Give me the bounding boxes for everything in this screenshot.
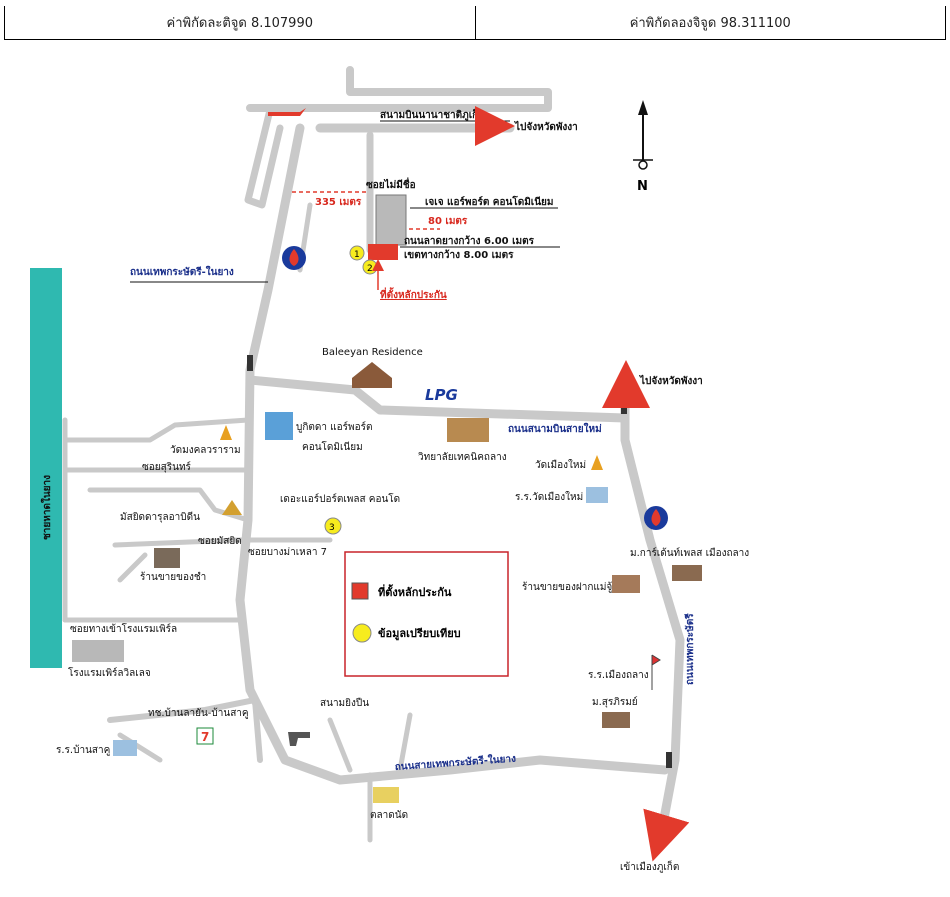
- right-main-road: [620, 375, 685, 845]
- school-thalang-label: ร.ร.เมืองถลาง: [588, 669, 649, 681]
- tech-college-label: วิทยาลัยเทคนิคถลาง: [418, 452, 507, 463]
- airport-place-label: เดอะแอร์ปอร์ตเพลส คอนโด: [280, 492, 400, 505]
- wat-mongkol-label: วัดมงคลวราราม: [170, 445, 241, 456]
- site-marker: [368, 244, 398, 260]
- new-airport-road-label: ถนนสนามบินสายใหม่: [508, 422, 602, 435]
- traffic-light-icon-2: [621, 398, 627, 414]
- road-sakhu: [117, 732, 163, 763]
- gas-station-icon-2: [644, 506, 668, 530]
- beach-strip: [30, 268, 62, 668]
- hotel-label: โรงแรมเพิร์ลวิลเลจ: [68, 666, 151, 679]
- longitude-cell: ค่าพิกัดลองจิจูด 98.311100: [474, 6, 946, 39]
- seven-eleven-icon: [196, 727, 214, 745]
- marker-1-label: 1: [354, 250, 360, 260]
- soi-mongkol: [62, 417, 251, 443]
- condo-label: เจเจ แอร์พอร์ต คอนโดมิเนียม: [425, 195, 554, 208]
- to-phangnga-top: ไปจังหวัดพังงา: [514, 120, 578, 133]
- flag-icon: [651, 654, 661, 690]
- shop-icon: [612, 575, 640, 593]
- legend-compare-label: ข้อมูลเปรียบเทียบ: [378, 627, 461, 641]
- village-surasi-label: ม.สุรภิรมย์: [592, 696, 638, 708]
- soi-range-2: [397, 712, 413, 773]
- new-airport-road: [245, 375, 630, 423]
- dist-80-label: 80 เมตร: [428, 216, 468, 227]
- marker-2-label: 2: [367, 264, 373, 274]
- airplane-icon: [268, 108, 306, 116]
- school-mueang-mai-label: ร.ร.วัดเมืองใหม่: [515, 491, 583, 503]
- road-ban-la-yan: [107, 697, 263, 763]
- soi-mosque-branch: [112, 537, 243, 548]
- thepkrasattri-rd-label: ถนนเทพกระษัตรี: [684, 613, 696, 685]
- mosque-label: มัสยิดดารุลอาบิดีน: [120, 511, 200, 523]
- residence-icon: [352, 362, 392, 388]
- beach-label: ชายหาดในยาง: [40, 475, 53, 540]
- road-width-label: ถนนลาดยางกว้าง 6.00 เมตร: [404, 235, 535, 247]
- mosque-icon: [222, 500, 242, 515]
- hotel-icon: [72, 640, 124, 662]
- college-icon: [447, 418, 489, 442]
- condo-building: [375, 194, 407, 246]
- house-icon-2: [602, 712, 630, 728]
- school-icon: [586, 487, 608, 503]
- souvenir-label: ร้านขายของฝากแม่จู้: [522, 581, 612, 593]
- road-ban-la-yan-label: ทช.บ้านลายัน-บ้านสาคู: [148, 707, 249, 719]
- shooting-range-label: สนามยิงปืน: [320, 697, 369, 709]
- roads: [62, 66, 685, 845]
- legend-site-swatch: [351, 582, 369, 600]
- row-width-label: เขตทางกว้าง 8.00 เมตร: [404, 249, 514, 261]
- grocery-icon: [154, 548, 180, 568]
- arrow-to-phuket: [643, 808, 690, 862]
- coordinates-header: ค่าพิกัดละติจูด 8.107990 ค่าพิกัดลองจิจู…: [4, 6, 946, 40]
- to-phangnga-right: ไปจังหวัดพังงา: [639, 374, 703, 387]
- compare-marker-1: [349, 245, 365, 261]
- legend-compare-swatch: [352, 623, 372, 643]
- condo-icon: [265, 412, 293, 440]
- gas-station-icon: [282, 246, 306, 270]
- seven-eleven-label: 7: [201, 730, 209, 744]
- village-garden-label: ม.การ์เด้นท์เพลส เมืองถลาง: [630, 547, 749, 559]
- soi-surin-label: ซอยสุรินทร์: [142, 461, 192, 473]
- north-arrow-icon: [633, 100, 653, 170]
- soi-bang-ma-khao-label: ซอยบางม่าเหลา 7: [248, 547, 327, 558]
- to-phuket-label: เข้าเมืองภูเก็ต: [620, 859, 679, 873]
- buketa-label-1: บูกิตดา แอร์พอร์ต: [296, 421, 372, 433]
- airport-label: สนามบินนานาชาติภูเก็ต: [380, 107, 485, 122]
- marker-3-label: 3: [329, 523, 335, 533]
- soi-hotel-label: ซอยทางเข้าโรงแรมเพิร์ล: [70, 622, 177, 635]
- lpg-label: LPG: [425, 386, 458, 404]
- airport-curve: [244, 106, 284, 209]
- temple-icon-2: [591, 455, 603, 470]
- house-icon: [672, 565, 702, 581]
- soi-grocery: [117, 552, 148, 583]
- airport-runway: [246, 66, 552, 112]
- school-icon-2: [113, 740, 137, 756]
- latitude-cell: ค่าพิกัดละติจูด 8.107990: [166, 16, 314, 31]
- dist-335-label: 335 เมตร: [315, 197, 362, 208]
- market-icon: [373, 787, 399, 803]
- temple-icon: [220, 425, 232, 440]
- legend-site-label: ที่ตั้งหลักประกัน: [378, 584, 452, 599]
- site-location-label: ที่ตั้งหลักประกัน: [380, 287, 447, 301]
- road-label-thep-nai-yang: ถนนเทพกระษัตรี-ในยาง: [130, 265, 234, 278]
- legend-box: [344, 551, 509, 677]
- soi-range: [327, 717, 353, 773]
- grocery-label: ร้านขายของชำ: [140, 571, 206, 583]
- north-label: N: [637, 179, 648, 194]
- soi-masjid-label: ซอยมัสยิด: [198, 536, 242, 547]
- traffic-light-icon: [247, 355, 253, 371]
- baleeyan-label: Baleeyan Residence: [322, 347, 423, 358]
- buketa-label-2: คอนโดมิเนียม: [302, 440, 363, 453]
- wat-mueang-mai-label: วัดเมืองใหม่: [535, 459, 586, 471]
- market-label: ตลาดนัด: [370, 810, 408, 821]
- pistol-icon: [288, 732, 310, 746]
- traffic-light-icon-3: [666, 752, 672, 768]
- compare-marker-3: [324, 517, 342, 535]
- main-road-west: [235, 123, 670, 785]
- school-sakhu-label: ร.ร.บ้านสาคู: [56, 744, 110, 756]
- soi-no-name: ซอยไม่มีชื่อ: [366, 177, 416, 191]
